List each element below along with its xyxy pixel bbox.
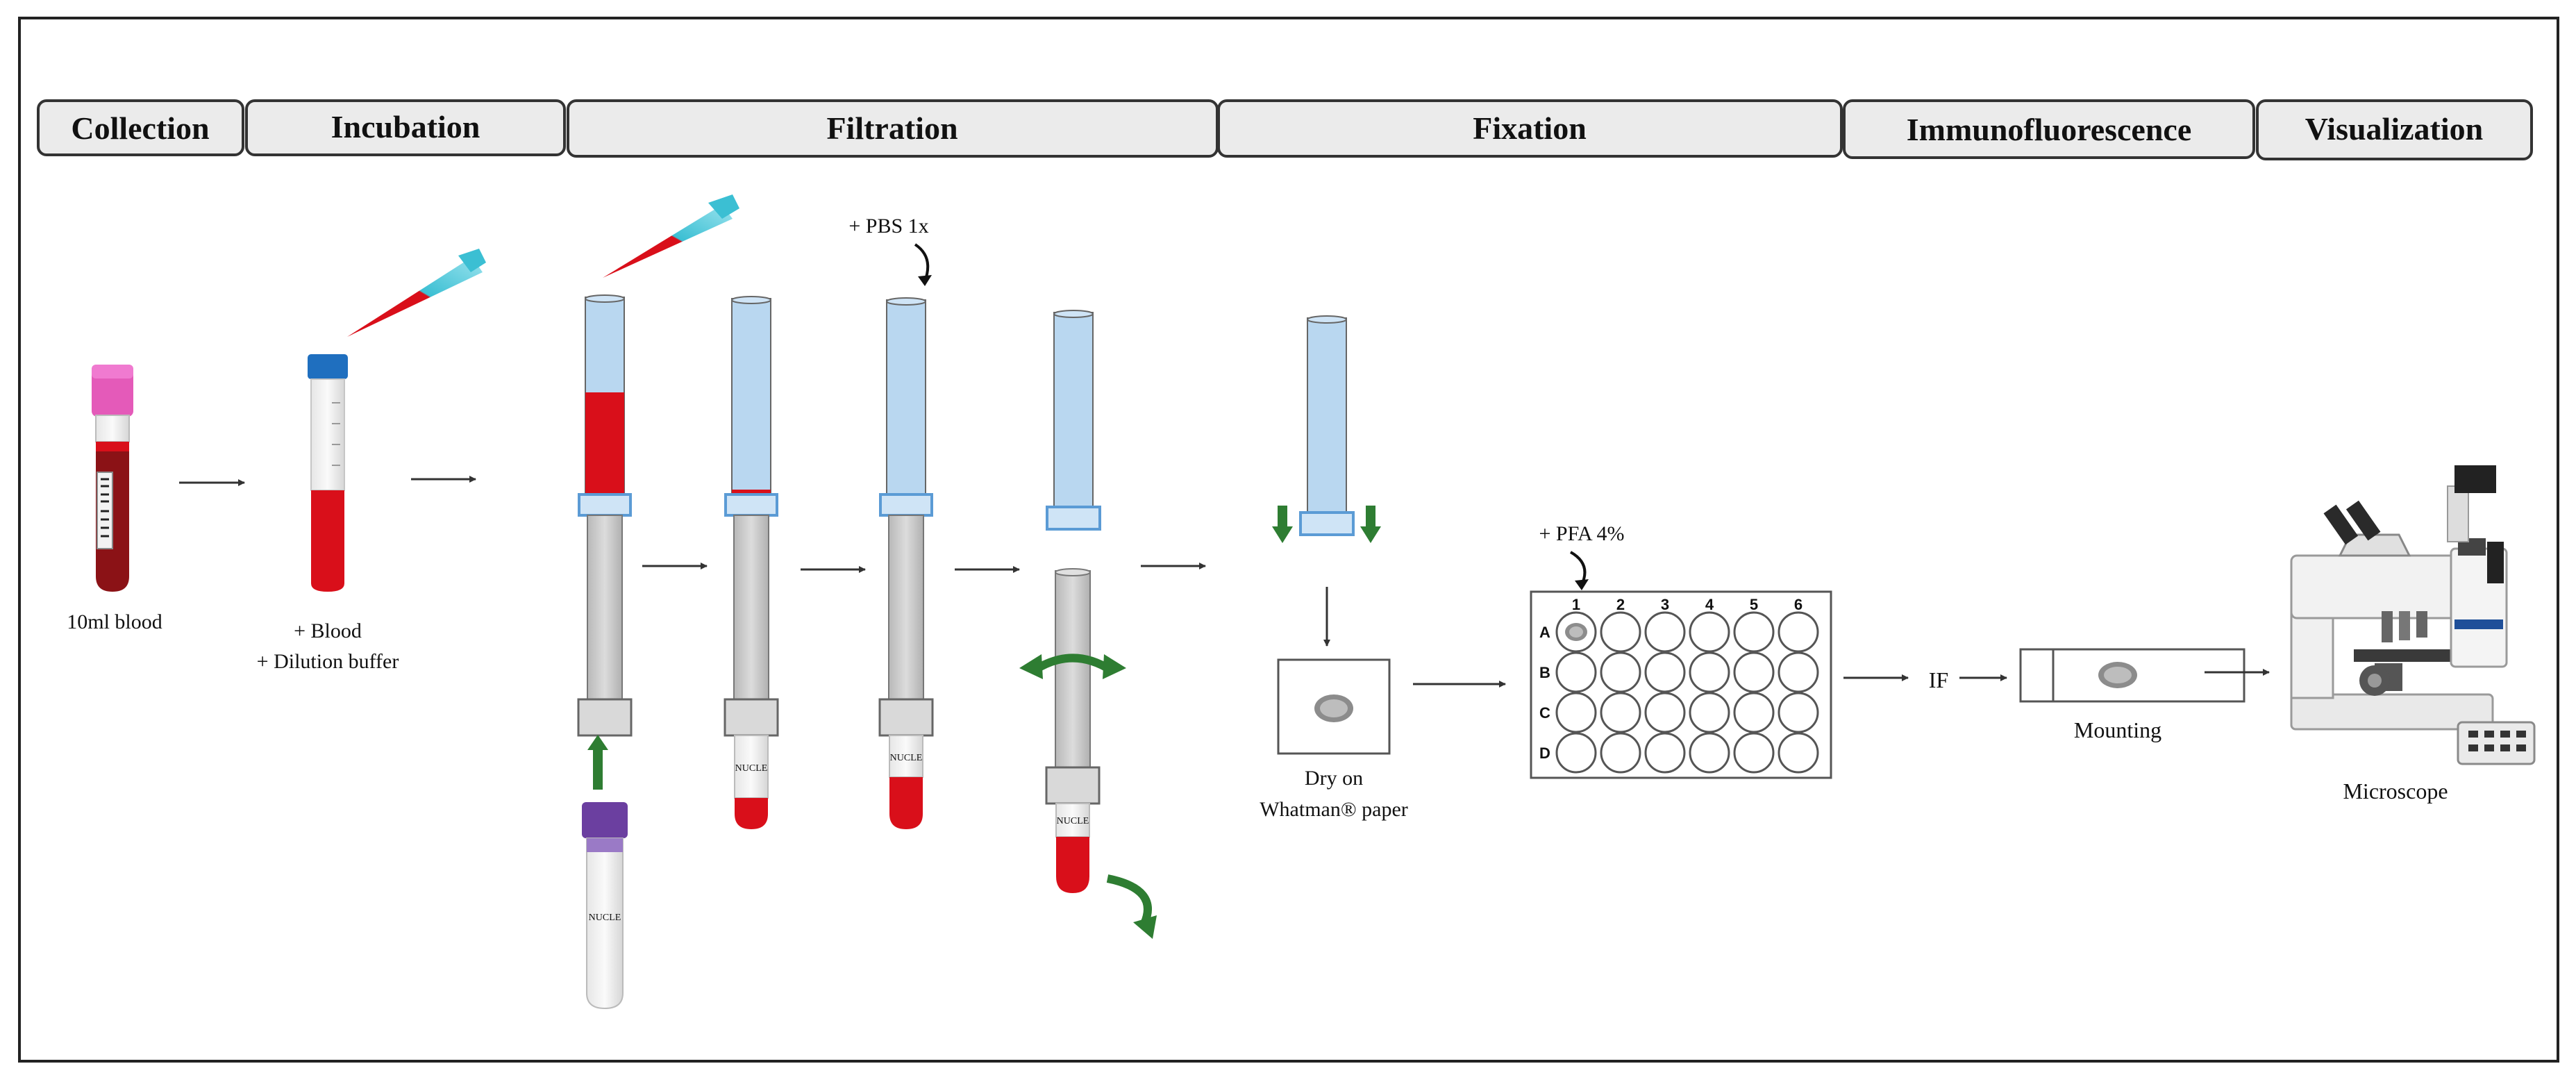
filter-column-fixation bbox=[1272, 315, 1381, 543]
plate-well bbox=[1733, 732, 1775, 774]
mounting-label: Mounting bbox=[2074, 717, 2161, 742]
stage-header: Collection Incubation Filtration Fixatio… bbox=[37, 99, 2533, 160]
plate-row-label: C bbox=[1539, 704, 1550, 722]
pipette-icon bbox=[347, 249, 486, 337]
plate-well bbox=[1644, 611, 1686, 653]
microscope-icon bbox=[2290, 465, 2536, 765]
pfa-label: + PFA 4% bbox=[1539, 522, 1624, 545]
blood-volume-label: 10ml blood bbox=[67, 610, 162, 633]
plate-well bbox=[1778, 651, 1819, 693]
tube-print: NUCLE bbox=[589, 913, 621, 923]
stage-incubation: Incubation bbox=[245, 99, 566, 156]
plate-well bbox=[1644, 692, 1686, 733]
plate-well bbox=[1555, 651, 1597, 693]
well-plate: 1 2 3 4 5 6 A B C D bbox=[1530, 590, 1832, 779]
tube-print: NUCLE bbox=[735, 763, 768, 774]
plate-column-label: 4 bbox=[1705, 596, 1714, 613]
whatman-paper bbox=[1277, 658, 1391, 755]
arrowhead bbox=[918, 275, 932, 286]
stage-fixation: Fixation bbox=[1217, 99, 1843, 158]
plate-well bbox=[1600, 611, 1641, 653]
dilution-tube bbox=[308, 354, 348, 592]
plate-column-label: 1 bbox=[1572, 596, 1580, 613]
stage-label: Collection bbox=[71, 110, 209, 146]
dry-label-1: Dry on bbox=[1305, 767, 1363, 790]
plate-well bbox=[1778, 611, 1819, 653]
plate-row-label: B bbox=[1539, 664, 1550, 681]
plate-well bbox=[1555, 732, 1597, 774]
stage-label: Filtration bbox=[826, 110, 957, 146]
tube-print: NUCLE bbox=[1057, 816, 1089, 826]
microscope-label: Microscope bbox=[2343, 779, 2448, 804]
mix-label-blood: + Blood bbox=[294, 619, 362, 642]
plate-well bbox=[1644, 732, 1686, 774]
plate-well bbox=[1689, 692, 1730, 733]
plate-well bbox=[1733, 692, 1775, 733]
plate-well bbox=[1689, 732, 1730, 774]
blood-collection-tube bbox=[92, 365, 133, 592]
plate-well bbox=[1555, 692, 1597, 733]
filter-column-washed: NUCLE bbox=[878, 297, 934, 829]
arrowhead bbox=[1575, 579, 1589, 590]
if-label: IF bbox=[1929, 667, 1948, 692]
plate-row-label: A bbox=[1539, 624, 1550, 641]
stage-label: Incubation bbox=[331, 109, 480, 144]
plate-well bbox=[1600, 732, 1641, 774]
filter-column-loaded: NUCLE bbox=[577, 194, 739, 1010]
stage-immunofluorescence: Immunofluorescence bbox=[1843, 99, 2255, 159]
dry-label-2: Whatman® paper bbox=[1260, 798, 1408, 821]
plate-well bbox=[1733, 651, 1775, 693]
plate-well bbox=[1689, 651, 1730, 693]
mix-label-buffer: + Dilution buffer bbox=[257, 650, 399, 673]
plate-well bbox=[1600, 651, 1641, 693]
plate-well bbox=[1778, 692, 1819, 733]
microscope-slide bbox=[2019, 648, 2245, 703]
plate-well bbox=[1644, 651, 1686, 693]
plate-well bbox=[1689, 611, 1730, 653]
stage-collection: Collection bbox=[37, 99, 244, 156]
stage-label: Fixation bbox=[1473, 110, 1587, 146]
plate-well bbox=[1600, 692, 1641, 733]
rotate-arrow-icon bbox=[1019, 654, 1126, 679]
filter-column-separated: NUCLE bbox=[1045, 310, 1101, 893]
plate-column-label: 3 bbox=[1661, 596, 1669, 613]
plate-column-label: 2 bbox=[1616, 596, 1625, 613]
stage-label: Immunofluorescence bbox=[1907, 112, 2192, 147]
tube-print: NUCLE bbox=[890, 753, 923, 763]
plate-well bbox=[1778, 732, 1819, 774]
filter-column-filtered: NUCLE bbox=[724, 296, 779, 829]
sample-spot-center bbox=[1569, 626, 1583, 638]
stage-visualization: Visualization bbox=[2256, 99, 2533, 160]
plate-column-label: 5 bbox=[1750, 596, 1758, 613]
stage-label: Visualization bbox=[2305, 111, 2483, 147]
pbs-label: + PBS 1x bbox=[848, 215, 928, 238]
figure-frame bbox=[18, 17, 2559, 1063]
stage-filtration: Filtration bbox=[567, 99, 1219, 158]
plate-well bbox=[1733, 611, 1775, 653]
rotate-arrow-icon bbox=[1106, 874, 1157, 939]
plate-column-label: 6 bbox=[1794, 596, 1803, 613]
plate-row-label: D bbox=[1539, 744, 1550, 762]
